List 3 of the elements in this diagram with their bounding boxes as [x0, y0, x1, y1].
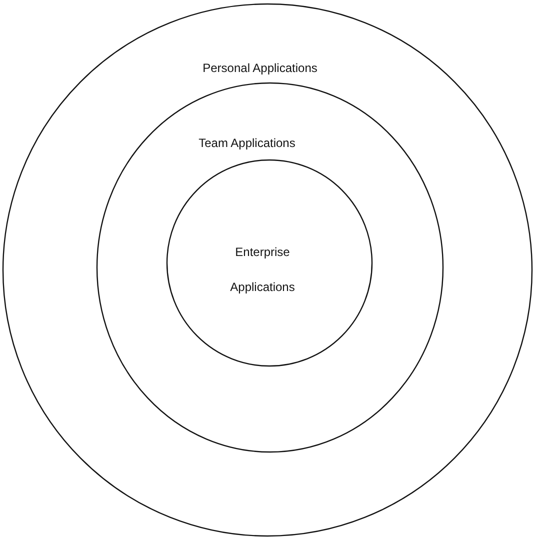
circle-label: Personal Applications: [202, 60, 318, 76]
circle-label: Enterprise Applications: [229, 244, 296, 296]
circle-label: Team Applications: [198, 135, 296, 151]
